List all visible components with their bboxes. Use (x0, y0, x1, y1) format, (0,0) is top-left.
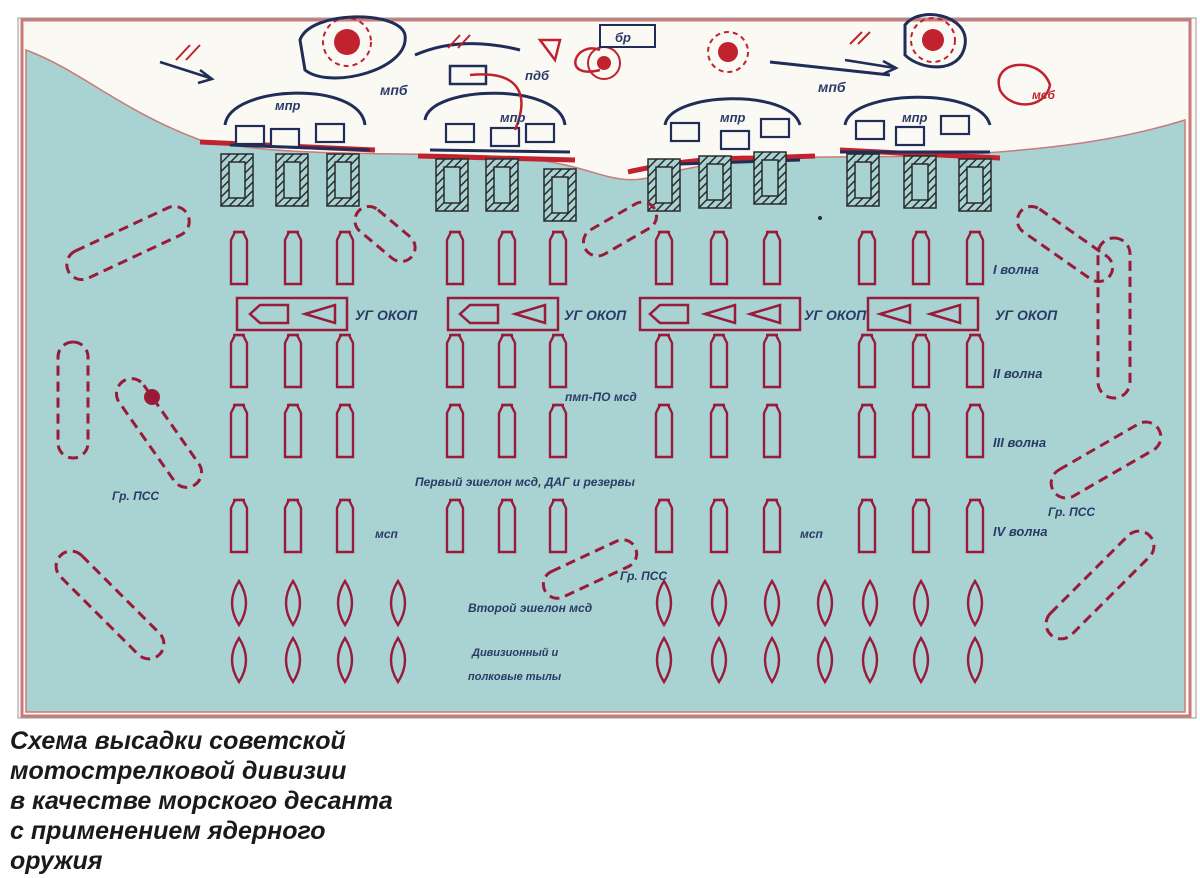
label-mpr-3: мпр (720, 110, 746, 125)
label-wave-1: I волна (993, 262, 1039, 277)
label-br: бр (615, 30, 631, 45)
label-mpr-4: мпр (902, 110, 928, 125)
label-ug-3: УГ ОКОП (804, 307, 867, 323)
label-echelon-2: Второй эшелон мсд (468, 601, 592, 615)
label-wave-3: III волна (993, 435, 1046, 450)
caption-line: оружия (10, 847, 103, 875)
label-mpr-2: мпр (500, 110, 526, 125)
label-mpb-right: мпб (818, 79, 846, 95)
nuclear-strike-markers (322, 17, 956, 80)
label-gr-pss-left: Гр. ПСС (112, 489, 159, 503)
sea-area (25, 48, 1186, 713)
figure-caption: Схема высадки советской мотострелковой д… (10, 726, 610, 876)
label-echelon-1: Первый эшелон мсд, ДАГ и резервы (415, 475, 636, 489)
label-msb: мсб (1032, 88, 1056, 102)
label-rear-2: полковые тылы (468, 671, 562, 683)
label-msp-right: мсп (800, 527, 824, 541)
label-mpr-1: мпр (275, 98, 301, 113)
label-gr-pss-center: Гр. ПСС (620, 569, 667, 583)
label-ug-1: УГ ОКОП (355, 307, 418, 323)
label-rear-1: Дивизионный и (471, 647, 559, 659)
caption-line: Схема высадки советской (10, 727, 346, 755)
label-wave-2: II волна (993, 366, 1042, 381)
caption-line: с применением ядерного (10, 817, 326, 845)
label-pmp: пмп-ПО мсд (565, 390, 637, 404)
label-pdb: пдб (525, 68, 550, 83)
label-gr-pss-right: Гр. ПСС (1048, 505, 1095, 519)
label-ug-2: УГ ОКОП (564, 307, 627, 323)
label-wave-4: IV волна (993, 524, 1048, 539)
landing-diagram: мпб пдб бр мпб мсб мпр мпр мпр мпр I вол… (17, 13, 1197, 719)
label-ug-4: УГ ОКОП (995, 307, 1058, 323)
caption-line: мотострелковой дивизии (10, 757, 347, 785)
label-msp-left: мсп (375, 527, 399, 541)
caption-line: в качестве морского десанта (10, 787, 393, 815)
label-mpb-left: мпб (380, 82, 408, 98)
